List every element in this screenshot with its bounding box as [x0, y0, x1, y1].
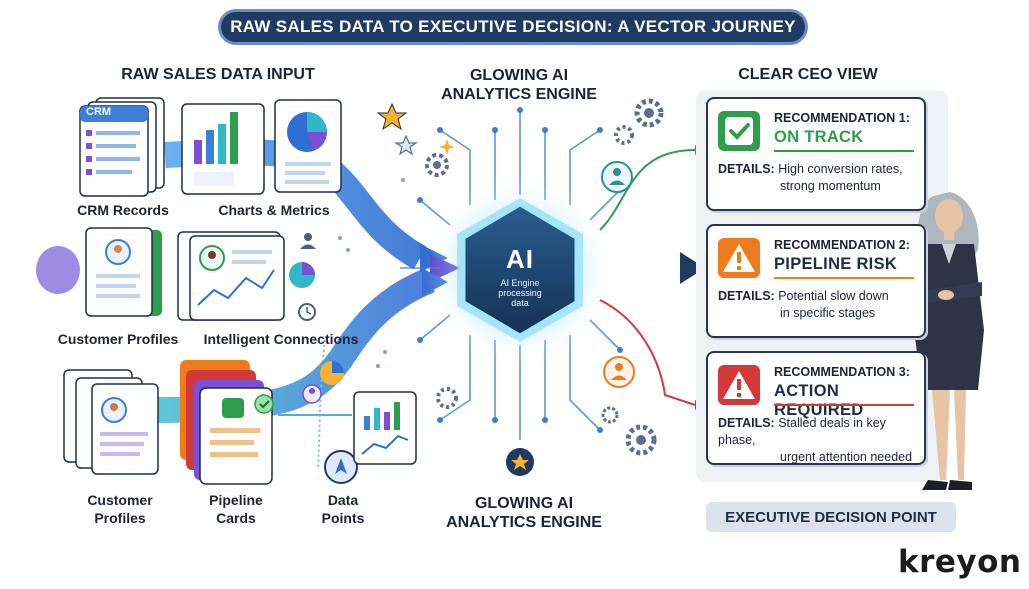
recommendation-3-label: RECOMMENDATION 3:	[774, 365, 910, 379]
recommendation-2-details: DETAILS: Potential slow down in specific…	[718, 289, 889, 320]
center-footer-heading: GLOWING AI ANALYTICS ENGINE	[446, 495, 602, 531]
gear-icon	[614, 125, 634, 145]
sparkle-icon	[439, 139, 455, 155]
ai-core-caption: AI Engine processing data	[498, 278, 542, 308]
recommendation-1-details: DETAILS: High conversion rates, strong m…	[718, 162, 903, 193]
recommendation-2-status: PIPELINE RISK	[774, 255, 898, 273]
right-heading: CLEAR CEO VIEW	[738, 66, 878, 83]
intelligent-connections-cards	[177, 231, 285, 321]
warning-icon	[718, 238, 760, 278]
divider	[774, 277, 914, 279]
decor-dots	[338, 178, 405, 368]
star-circle-icon	[506, 448, 534, 476]
center-heading: GLOWING AI ANALYTICS ENGINE	[424, 66, 614, 104]
ai-core-label: AI	[506, 244, 534, 274]
data-points-card	[353, 391, 417, 465]
label-intelligent-connections: Intelligent Connections	[203, 331, 359, 347]
center-heading-line2: ANALYTICS ENGINE	[441, 86, 597, 103]
pie-chart-icon	[289, 262, 315, 288]
label-pipeline-cards: Pipeline Cards	[209, 492, 263, 526]
user-icon	[300, 233, 316, 249]
executive-decision-point: EXECUTIVE DECISION POINT	[706, 502, 956, 532]
customer-profiles-stack	[63, 369, 159, 475]
center-heading-line1: GLOWING AI	[469, 67, 569, 84]
gear-icon	[436, 387, 458, 409]
recommendation-1-label: RECOMMENDATION 1:	[774, 111, 910, 125]
user-icon	[302, 384, 322, 404]
label-charts-metrics: Charts & Metrics	[218, 202, 330, 218]
alert-icon	[718, 365, 760, 405]
output-arrow-green	[599, 149, 696, 231]
user-circle-icon	[601, 161, 633, 193]
star-icon	[376, 102, 408, 131]
pie-chart-icon	[320, 361, 344, 385]
label-customer-profiles: Customer Profiles	[57, 331, 179, 347]
engine-hexagon	[462, 203, 578, 337]
star-outline-icon	[394, 134, 418, 156]
executive-figure	[914, 192, 984, 490]
gear-icon	[625, 424, 657, 456]
recommendation-2-label: RECOMMENDATION 2:	[774, 238, 910, 252]
gear-icon	[425, 153, 449, 177]
user-circle-icon	[603, 356, 635, 388]
clock-icon	[298, 303, 316, 321]
output-arrow-red	[599, 299, 696, 406]
label-customer-profiles-2: Customer Profiles	[87, 492, 153, 526]
check-icon	[718, 111, 760, 151]
gear-icon	[634, 98, 664, 128]
pipeline-cards	[180, 360, 274, 485]
charts-metrics-cards	[181, 99, 342, 195]
recommendation-1-status: ON TRACK	[774, 128, 864, 146]
recommendation-3-details: DETAILS: Stalled deals in key phase, urg…	[718, 416, 913, 464]
gear-icon	[601, 406, 619, 424]
recommendation-card-1: RECOMMENDATION 1: ON TRACK DETAILS: High…	[706, 97, 926, 211]
crm-records-stack	[79, 97, 165, 197]
recommendation-card-3: RECOMMENDATION 3: ACTION REQUIRED DETAIL…	[706, 351, 926, 465]
recommendation-card-2: RECOMMENDATION 2: PIPELINE RISK DETAILS:…	[706, 224, 926, 338]
left-heading: RAW SALES DATA INPUT	[121, 66, 315, 83]
divider	[774, 150, 914, 152]
divider	[774, 404, 914, 406]
brand-logo: kreyon	[898, 544, 1022, 580]
navigation-icon	[324, 450, 358, 484]
page-title: RAW SALES DATA TO EXECUTIVE DECISION: A …	[218, 9, 808, 45]
label-crm-records: CRM Records	[77, 202, 169, 218]
customer-profile-cards	[36, 227, 162, 317]
label-data-points: Data Points	[321, 492, 365, 526]
crm-card-title: CRM	[86, 106, 112, 118]
